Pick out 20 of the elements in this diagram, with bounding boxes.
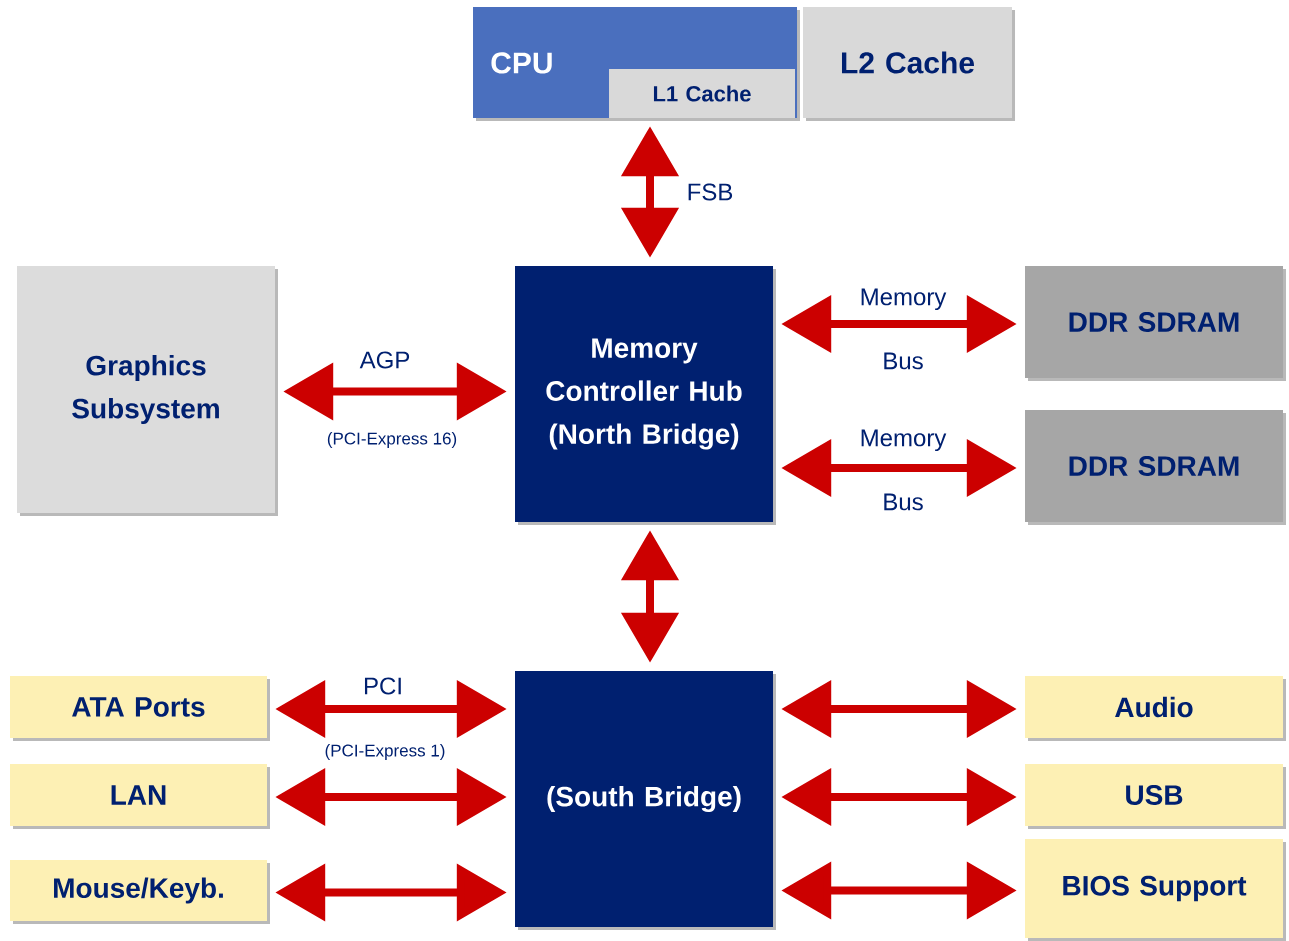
device-box: USB: [1025, 764, 1286, 829]
device-box: Mouse/Keyb.: [10, 860, 270, 924]
device-box: LAN: [10, 764, 270, 829]
subsystem-box: Graphics Subsystem: [17, 266, 278, 516]
hub-box: Memory Controller Hub (North Bridge): [515, 266, 776, 525]
bus-note: (PCI-Express 16): [327, 432, 457, 448]
device-box: Audio: [1025, 676, 1286, 741]
edge-label: FSB: [688, 183, 733, 201]
device-box: ATA Ports: [10, 676, 270, 741]
edge-label: Memory Bus: [861, 288, 947, 370]
device-box: BIOS Support: [1025, 839, 1286, 941]
cache-box: L2 Cache: [803, 7, 1015, 121]
edge-label: AGP: [359, 351, 410, 369]
cache-box: L1 Cache: [609, 69, 795, 118]
bus-note: (PCI-Express 1): [325, 744, 445, 760]
memory-box: DDR SDRAM: [1025, 266, 1286, 381]
edge-label: Memory Bus: [861, 429, 947, 511]
hub-box: (South Bridge): [515, 671, 776, 930]
memory-box: DDR SDRAM: [1025, 410, 1286, 525]
edge-label: PCI: [365, 677, 401, 695]
